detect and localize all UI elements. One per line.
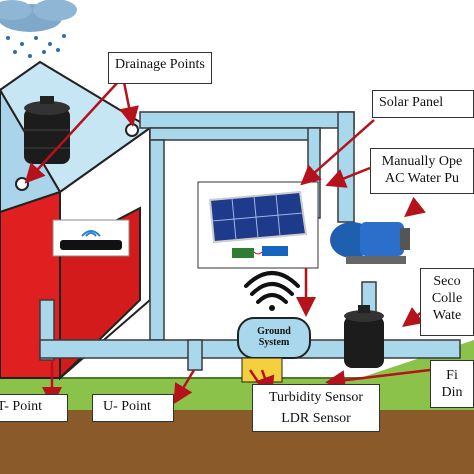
ground-system	[237, 317, 311, 383]
label-second-collection: Seco Colle Wate	[420, 268, 474, 336]
ldr-sensor-text: LDR Sensor	[281, 411, 351, 426]
ground-text-line1: Ground	[257, 326, 291, 337]
ground-system-label: Ground System	[244, 326, 304, 348]
second-text-line2: Colle	[431, 291, 463, 306]
label-solar-panel: Solar Panel	[372, 90, 474, 118]
drainage-point-right	[125, 123, 139, 137]
soil-layer	[0, 410, 474, 474]
filter-text-line2: Din	[441, 385, 463, 400]
pump-text-line1: Manually Ope	[381, 154, 463, 169]
label-t-point: T- Point	[0, 394, 68, 422]
second-text-line3: Wate	[432, 308, 462, 323]
wifi-router-icon	[52, 219, 130, 257]
wifi-signal-icon	[244, 271, 300, 311]
label-manual-pump: Manually Ope AC Water Pu	[370, 148, 474, 194]
second-text-line1: Seco	[433, 274, 461, 289]
label-drainage-points: Drainage Points	[108, 52, 212, 84]
t-point-text: T- Point	[0, 399, 42, 414]
water-pump-icon	[330, 222, 410, 264]
ground-text-line2: System	[258, 337, 290, 348]
u-point-text: U- Point	[103, 399, 151, 414]
drainage-points-text: Drainage Points	[115, 57, 205, 72]
rain-cloud-icon	[0, 0, 77, 58]
drainage-point-left	[15, 177, 29, 191]
label-filter: Fi Din	[430, 360, 474, 408]
pump-text-line2: AC Water Pu	[384, 171, 460, 186]
label-sensors: Turbidity Sensor LDR Sensor	[252, 384, 380, 432]
second-water-tank-icon	[344, 305, 384, 368]
turbidity-sensor-text: Turbidity Sensor	[268, 390, 363, 405]
solar-panel-text: Solar Panel	[379, 95, 444, 110]
label-u-point: U- Point	[92, 394, 174, 422]
water-tank-icon	[24, 96, 70, 164]
filter-text-line1: Fi	[446, 368, 458, 383]
solar-panel-icon	[197, 181, 319, 269]
